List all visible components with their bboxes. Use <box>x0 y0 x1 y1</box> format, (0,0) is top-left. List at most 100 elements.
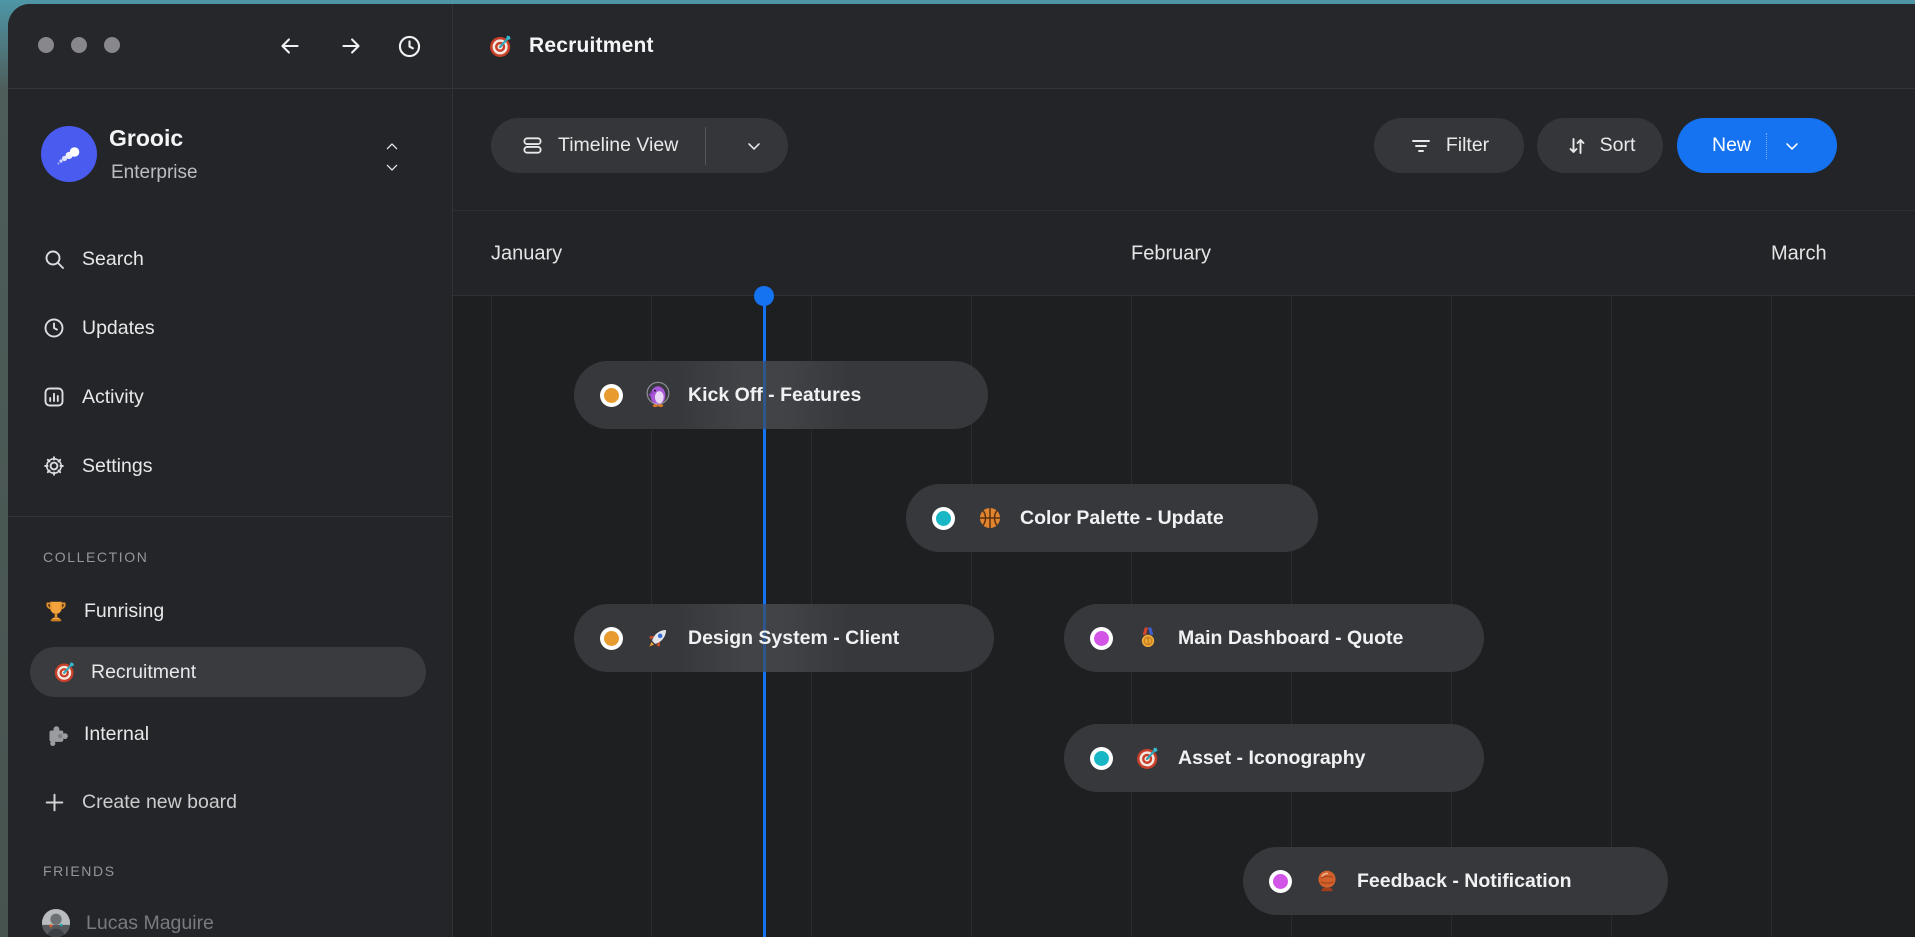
sort-label: Sort <box>1599 134 1636 156</box>
friends-section: FRIENDS Lucas Maguire <box>8 858 452 937</box>
friend-name: Lucas Maguire <box>86 911 214 934</box>
sidebar-item-search[interactable]: Search <box>8 233 452 285</box>
target-emoji-icon <box>486 31 516 61</box>
clock-icon <box>396 33 423 60</box>
medal-emoji-icon <box>1134 624 1162 652</box>
sort-icon <box>1565 134 1589 158</box>
window-control-dot[interactable] <box>38 37 54 53</box>
sidebar-item-label: Activity <box>82 385 144 408</box>
sort-button[interactable]: Sort <box>1537 118 1663 173</box>
sidebar-item-settings[interactable]: Settings <box>8 440 452 492</box>
arrow-right-icon <box>338 33 364 59</box>
gridline <box>1771 296 1772 937</box>
task-label: Design System - Client <box>688 626 900 649</box>
task-label: Main Dashboard - Quote <box>1178 626 1404 649</box>
sidebar-item-label: Updates <box>82 316 155 339</box>
friends-list: Lucas Maguire <box>8 897 452 937</box>
workspace-switcher[interactable]: Grooic Enterprise <box>8 89 452 219</box>
board-item-label: Funrising <box>84 599 165 622</box>
status-dot <box>932 506 955 530</box>
trophy-emoji-icon <box>43 598 69 624</box>
history-button[interactable] <box>389 26 429 66</box>
chevron-up-icon <box>384 139 400 155</box>
window-control-dot[interactable] <box>104 37 120 53</box>
task-card[interactable]: Kick Off - Features <box>574 361 988 429</box>
board-item-label: Internal <box>84 722 150 745</box>
filter-button[interactable]: Filter <box>1374 118 1524 173</box>
status-dot <box>1090 626 1113 650</box>
timeline-month-header: January February March <box>453 212 1915 295</box>
main-area: Timeline View Filter Sort New January Feb… <box>453 89 1915 937</box>
sidebar-item-label: Settings <box>82 454 153 477</box>
status-dot <box>1269 869 1292 893</box>
status-dot <box>600 383 623 407</box>
filter-label: Filter <box>1445 134 1490 156</box>
create-board-label: Create new board <box>82 790 238 813</box>
collection-heading: COLLECTION <box>43 549 149 565</box>
task-card[interactable]: Asset - Iconography <box>1064 724 1484 792</box>
sidebar-divider <box>452 4 453 937</box>
task-label: Asset - Iconography <box>1178 746 1366 769</box>
view-switcher-label: Timeline View <box>558 134 679 156</box>
task-card[interactable]: Color Palette - Update <box>906 484 1318 552</box>
board-item-internal[interactable]: Internal <box>8 708 452 760</box>
sidebar-item-activity[interactable]: Activity <box>8 371 452 423</box>
today-highlight <box>677 361 851 429</box>
friend-avatar <box>41 908 71 937</box>
chevron-down-icon <box>744 136 764 156</box>
arrow-left-icon <box>277 33 303 59</box>
page-title: Recruitment <box>529 34 654 57</box>
penguin-emoji-icon <box>644 381 672 409</box>
board-item-label: Recruitment <box>91 660 197 683</box>
back-button[interactable] <box>270 26 310 66</box>
sidebar-item-updates[interactable]: Updates <box>8 302 452 354</box>
forward-button[interactable] <box>331 26 371 66</box>
workspace-logo <box>41 126 97 182</box>
month-label: February <box>1131 242 1212 264</box>
chevron-down-icon <box>384 159 400 175</box>
status-dot <box>1090 746 1113 770</box>
friends-heading: FRIENDS <box>43 863 116 879</box>
puzzle-emoji-icon <box>43 721 69 747</box>
crystal-ball-emoji-icon <box>1313 867 1341 895</box>
comet-logo-icon <box>49 134 89 174</box>
button-divider <box>1766 132 1767 159</box>
task-card[interactable]: Feedback - Notification <box>1243 847 1668 915</box>
clock-icon <box>41 315 67 341</box>
basketball-emoji-icon <box>976 504 1004 532</box>
board-header: Recruitment <box>486 4 654 88</box>
new-label: New <box>1711 134 1751 156</box>
task-label: Color Palette - Update <box>1020 506 1224 529</box>
board-item-recruitment[interactable]: Recruitment <box>30 647 426 697</box>
friend-item[interactable]: Lucas Maguire <box>8 897 452 937</box>
board-item-funrising[interactable]: Funrising <box>8 585 452 637</box>
today-highlight <box>677 604 851 672</box>
month-label: January <box>491 242 563 264</box>
workspace-name: Grooic <box>109 125 184 151</box>
filter-icon <box>1409 134 1433 158</box>
view-switcher-button[interactable]: Timeline View <box>491 118 788 173</box>
titlebar: Recruitment <box>8 4 1915 88</box>
rocket-emoji-icon <box>644 624 672 652</box>
search-icon <box>41 246 67 272</box>
window-controls <box>38 37 120 53</box>
create-new-board-button[interactable]: Create new board <box>8 776 452 828</box>
sidebar-item-label: Search <box>82 247 144 270</box>
chevron-down-icon <box>1782 136 1802 156</box>
window-control-dot[interactable] <box>71 37 87 53</box>
button-divider <box>705 126 707 165</box>
task-card[interactable]: Design System - Client <box>574 604 994 672</box>
sidebar-section-divider <box>8 516 452 517</box>
workspace-switcher-button[interactable] <box>370 133 414 181</box>
status-dot <box>600 626 623 650</box>
new-button[interactable]: New <box>1677 118 1837 173</box>
task-card[interactable]: Main Dashboard - Quote <box>1064 604 1484 672</box>
target-emoji-icon <box>1134 744 1162 772</box>
titlebar-divider <box>8 88 1915 89</box>
month-label: March <box>1771 242 1827 264</box>
